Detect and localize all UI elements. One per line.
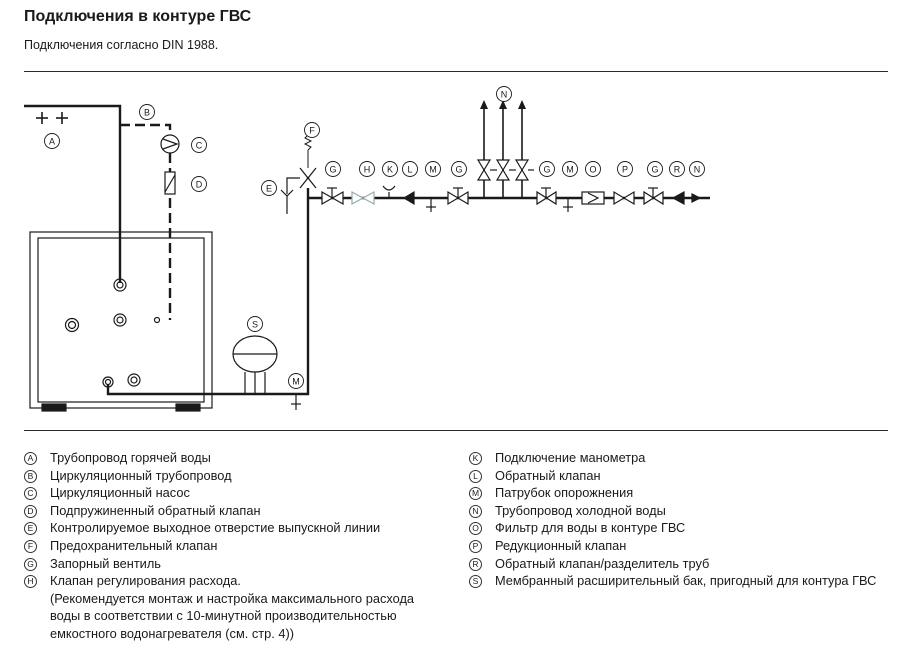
connection-diagram: A B C D E F G H K L M G N G M O P G R N … (24, 86, 710, 412)
svg-text:D: D (196, 180, 203, 190)
shutoff-valve-4 (643, 187, 664, 206)
bottom-divider (24, 430, 888, 431)
svg-text:N: N (501, 90, 508, 100)
tank-port (64, 317, 80, 333)
shutoff-valve-2 (447, 187, 469, 206)
svg-text:F: F (309, 126, 315, 136)
check-valve-separator (671, 190, 685, 206)
svg-text:G: G (455, 165, 462, 175)
pressure-gauge-port (382, 185, 396, 191)
drain-outlet-line (286, 177, 300, 194)
shutoff-valve-3 (536, 187, 557, 206)
label-g-2: G (451, 161, 467, 177)
cold-inlet-port-inner (104, 378, 112, 386)
label-n-2: N (689, 161, 705, 177)
circulation-port (113, 313, 127, 327)
label-m-3: M (288, 373, 304, 389)
water-filter (581, 191, 605, 205)
label-r: R (669, 161, 685, 177)
label-f: F (304, 122, 320, 138)
circulation-pipe (120, 123, 172, 135)
svg-text:P: P (622, 165, 628, 175)
svg-text:O: O (589, 165, 596, 175)
shutoff-valve-1 (321, 187, 344, 206)
label-b: B (139, 104, 155, 120)
hot-water-pipe (24, 104, 122, 283)
label-m-2: M (562, 161, 578, 177)
page-title: Подключения в контуре ГВС (24, 8, 252, 25)
label-a: A (44, 133, 60, 149)
safety-valve (299, 134, 317, 189)
svg-text:C: C (196, 141, 203, 151)
svg-text:G: G (651, 165, 658, 175)
label-l: L (402, 161, 418, 177)
svg-text:G: G (543, 165, 550, 175)
svg-text:M: M (429, 165, 437, 175)
top-divider (24, 71, 888, 72)
svg-text:H: H (364, 165, 371, 175)
svg-text:B: B (144, 108, 150, 118)
svg-text:G: G (329, 165, 336, 175)
svg-text:R: R (674, 165, 681, 175)
svg-text:E: E (266, 184, 272, 194)
pressure-reducing-valve (613, 190, 635, 206)
cold-inlet-arrow (691, 193, 702, 203)
svg-text:M: M (566, 165, 574, 175)
svg-text:N: N (694, 165, 701, 175)
cold-water-branches (476, 100, 534, 198)
cold-feed-pipe (106, 170, 310, 396)
svg-text:A: A (49, 137, 55, 147)
label-c: C (191, 137, 207, 153)
label-e: E (261, 180, 277, 196)
svg-text:L: L (407, 165, 412, 175)
svg-text:K: K (387, 165, 393, 175)
label-o: O (585, 161, 601, 177)
page-subtitle: Подключения согласно DIN 1988. (24, 38, 219, 52)
label-g-4: G (647, 161, 663, 177)
label-p: P (617, 161, 633, 177)
label-g-3: G (539, 161, 555, 177)
pump-symbol (162, 138, 179, 150)
drain-port-inner (130, 376, 138, 384)
label-d: D (191, 176, 207, 192)
label-m-1: M (425, 161, 441, 177)
label-k: K (382, 161, 398, 177)
flow-regulating-valve (351, 190, 375, 206)
circulation-port-inner (116, 316, 124, 324)
label-g-1: G (325, 161, 341, 177)
label-s: S (247, 316, 263, 332)
check-valve (402, 190, 415, 206)
svg-text:M: M (292, 377, 300, 387)
sensor-well (153, 316, 161, 324)
tank-port-inner (67, 320, 77, 330)
label-h: H (359, 161, 375, 177)
svg-text:S: S (252, 320, 258, 330)
label-n-1: N (496, 86, 512, 102)
drain-port (127, 373, 141, 387)
